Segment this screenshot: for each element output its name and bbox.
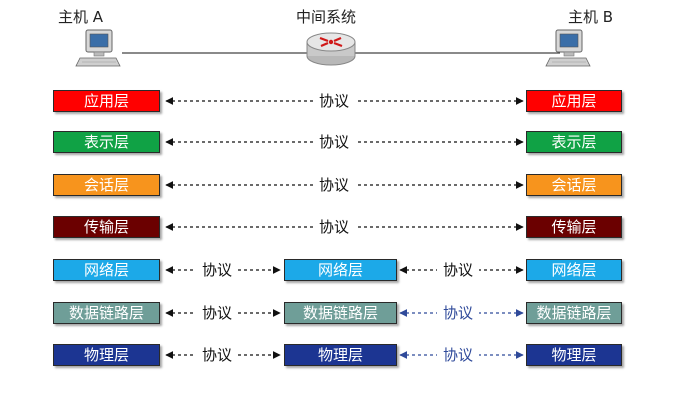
protocol-label-datalink-left: 协议 bbox=[196, 302, 239, 324]
host-b-physical-layer: 物理层 bbox=[526, 344, 622, 366]
host-a-presentation-layer: 表示层 bbox=[53, 131, 160, 153]
host-b-session-layer: 会话层 bbox=[526, 174, 622, 196]
protocol-label-transport: 协议 bbox=[313, 216, 356, 238]
protocol-label-physical-right: 协议 bbox=[437, 344, 480, 366]
host-a-network-layer: 网络层 bbox=[53, 259, 160, 281]
host-a-application-layer: 应用层 bbox=[53, 90, 160, 112]
host-b-presentation-layer: 表示层 bbox=[526, 131, 622, 153]
router-datalink-layer: 数据链路层 bbox=[284, 302, 397, 324]
router-physical-layer: 物理层 bbox=[284, 344, 397, 366]
host-a-label: 主机 A bbox=[58, 8, 104, 26]
host-b-network-layer: 网络层 bbox=[526, 259, 622, 281]
host-b-application-layer: 应用层 bbox=[526, 90, 622, 112]
host-a-physical-layer: 物理层 bbox=[53, 344, 160, 366]
host-a-datalink-layer: 数据链路层 bbox=[53, 302, 160, 324]
host-a-session-layer: 会话层 bbox=[53, 174, 160, 196]
protocol-label-datalink-right: 协议 bbox=[437, 302, 480, 324]
host-b-transport-layer: 传输层 bbox=[526, 216, 622, 238]
router-label: 中间系统 bbox=[296, 8, 357, 26]
host-b-datalink-layer: 数据链路层 bbox=[526, 302, 622, 324]
host-b-label: 主机 B bbox=[568, 8, 614, 26]
router-network-layer: 网络层 bbox=[284, 259, 397, 281]
protocol-label-presentation: 协议 bbox=[313, 131, 356, 153]
host-a-transport-layer: 传输层 bbox=[53, 216, 160, 238]
protocol-label-network-left: 协议 bbox=[196, 259, 239, 281]
protocol-label-application: 协议 bbox=[313, 90, 356, 112]
protocol-label-session: 协议 bbox=[313, 174, 356, 196]
protocol-label-network-right: 协议 bbox=[437, 259, 480, 281]
host-b-computer-icon bbox=[545, 29, 591, 67]
protocol-label-physical-left: 协议 bbox=[196, 344, 239, 366]
router-icon bbox=[306, 32, 356, 66]
host-a-computer-icon bbox=[75, 29, 121, 67]
